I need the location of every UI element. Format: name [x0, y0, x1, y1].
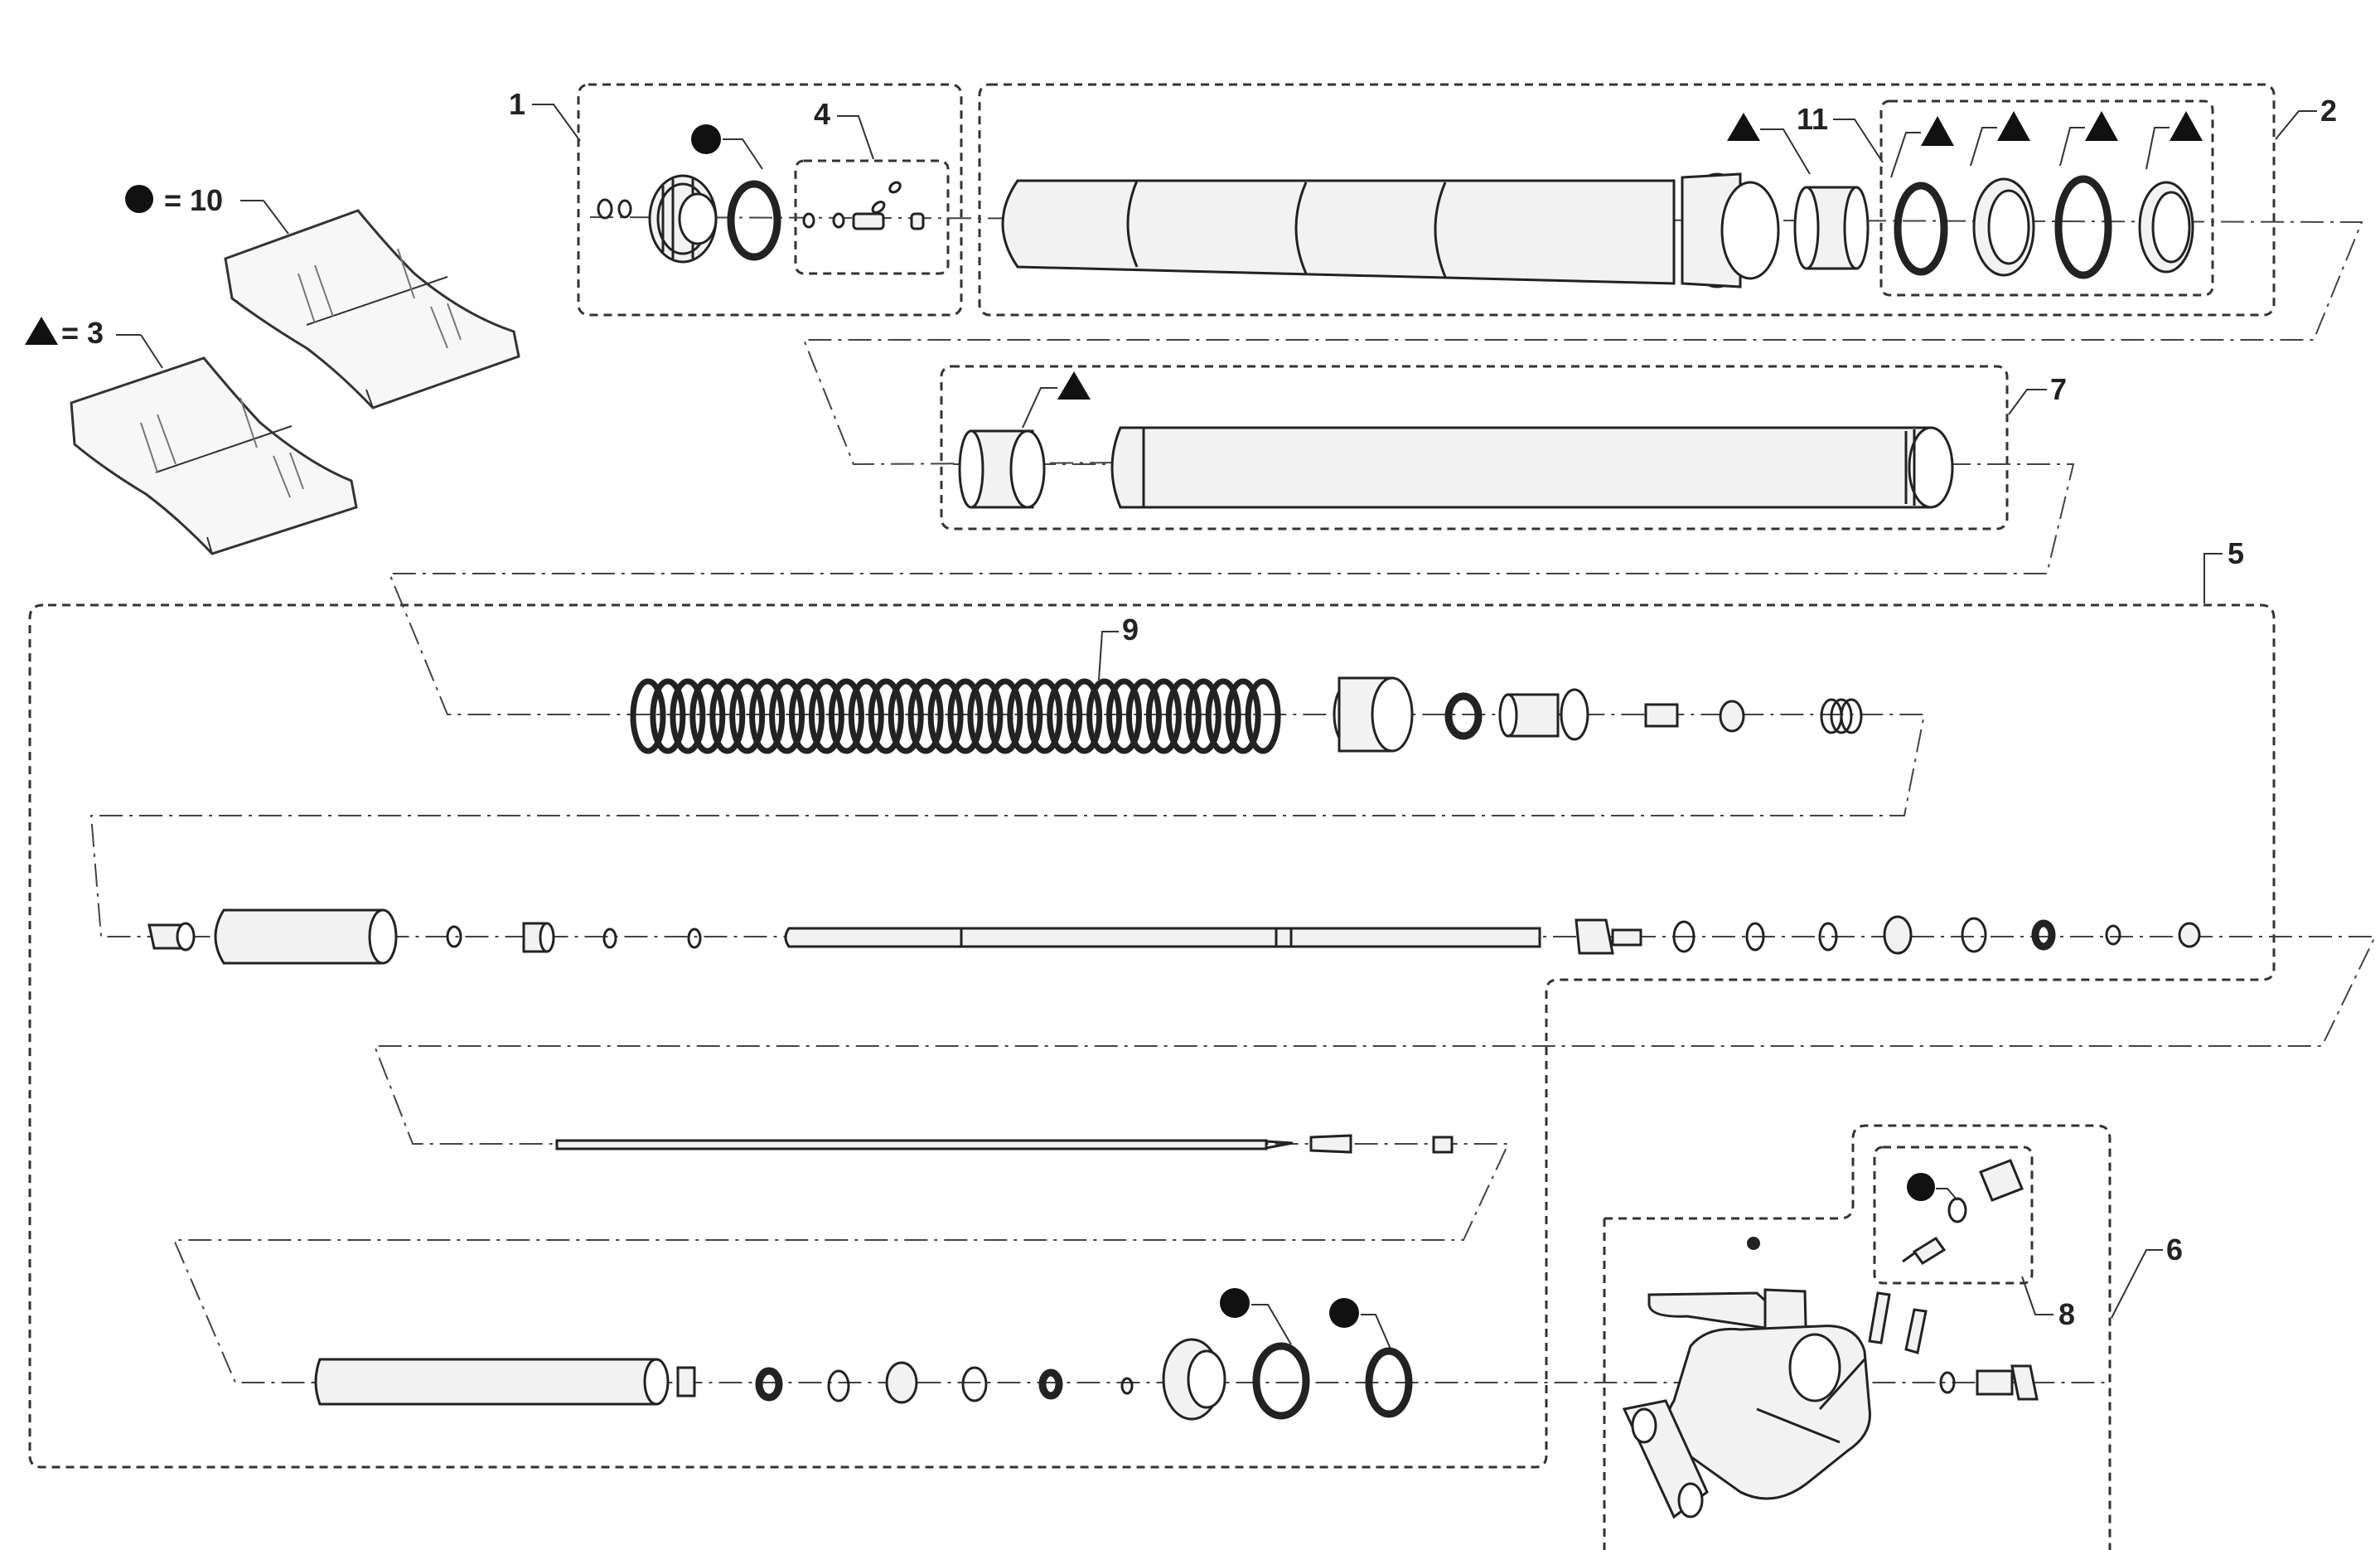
spring-coil [769, 678, 805, 754]
spring-coil [967, 678, 1004, 754]
damper-cartridge [214, 908, 383, 965]
circle-marker-icon [1907, 1173, 1935, 1201]
spring-coil [987, 678, 1023, 754]
spring-coil [1165, 678, 1202, 754]
spring-coil [868, 678, 904, 754]
spring-coil [1007, 678, 1043, 754]
box-6 [1603, 1124, 2112, 1550]
spring-coil [927, 678, 964, 754]
spring-coil [1067, 678, 1103, 754]
circle-symbol-icon [125, 185, 153, 213]
lower-tube-assembly [958, 426, 1954, 509]
spring-coil [689, 678, 726, 754]
spring-coil [828, 678, 864, 754]
spring-coil [709, 678, 746, 754]
spring-coil [1047, 678, 1083, 754]
circle-marker-icon [1329, 1298, 1359, 1328]
box-8 [1873, 1146, 2034, 1285]
triangle-marker-icon [1921, 116, 1954, 146]
o-ring-top-cap [727, 180, 781, 261]
triangle-symbol-icon [25, 317, 58, 345]
callouts: 1 4 11 2 7 5 9 6 8 [509, 87, 2337, 1331]
callout-2: 2 [2320, 94, 2337, 128]
shaft-row [148, 908, 2201, 965]
upper-tube-assembly [1001, 172, 2194, 288]
valve-parts [1902, 1159, 2024, 1266]
legend-triangle-label: = 3 [61, 316, 104, 350]
spring-coil [789, 678, 825, 754]
o-ring-bottom-2 [1365, 1347, 1413, 1418]
spring-coil [1106, 678, 1142, 754]
callout-9: 9 [1122, 613, 1139, 647]
triangle-marker-icon [1997, 111, 2030, 141]
spring-coil [888, 678, 924, 754]
spring-coil [749, 678, 786, 754]
spring-coil [1125, 678, 1162, 754]
spring-coil [808, 678, 844, 754]
upper-tube [1001, 179, 1676, 285]
spring-coil [907, 678, 944, 754]
triangle-marker-icon [2170, 111, 2203, 141]
spring-coil [1145, 678, 1182, 754]
rod-row [555, 1134, 1454, 1154]
bag-10-icon [224, 209, 520, 409]
spring-coil [1086, 678, 1123, 754]
markers [691, 111, 2203, 1354]
spring-row: /* coils generated below */ [630, 676, 1863, 754]
callout-11: 11 [1797, 102, 1828, 136]
spring-coil [947, 678, 984, 754]
spring-coil [650, 678, 686, 754]
guide-ring-2 [2054, 175, 2112, 279]
damper-body [314, 1358, 656, 1406]
bag-3-icon [70, 356, 358, 555]
spring-coil [1245, 678, 1281, 754]
lower-tube [1110, 426, 1933, 509]
bottom-row [314, 1338, 1413, 1421]
thin-rod [555, 1139, 1268, 1150]
spring-coil [1027, 678, 1063, 754]
spring-coil [670, 678, 706, 754]
spring-coil [1185, 678, 1221, 754]
box-7 [940, 365, 2009, 530]
legend-circle-label: = 10 [164, 183, 223, 217]
circle-marker-icon [1220, 1288, 1250, 1318]
box-1 [577, 83, 963, 317]
spring-coil [1205, 678, 1241, 754]
circle-marker-icon [691, 124, 721, 154]
spring-coil [729, 678, 766, 754]
box-11-rings [1879, 99, 2214, 297]
box-5 [28, 603, 2276, 1469]
spring-coil [848, 678, 884, 754]
o-ring-bottom-1 [1252, 1342, 1310, 1420]
callout-6: 6 [2166, 1233, 2183, 1267]
piston-rod [784, 927, 1541, 948]
guide-ring-1 [1894, 182, 1948, 276]
spring-coil [630, 678, 666, 754]
callout-7: 7 [2050, 372, 2067, 406]
callout-5: 5 [2228, 536, 2244, 570]
spring-coil [1225, 678, 1261, 754]
triangle-marker-icon [1727, 113, 1760, 141]
dropout-assembly [1622, 1237, 2039, 1519]
triangle-marker-icon [2085, 111, 2118, 141]
lever-arm [1647, 1291, 1775, 1330]
triangle-marker-icon [1057, 371, 1091, 400]
center-lines [89, 216, 2377, 1383]
box-2 [978, 83, 2276, 317]
callout-8: 8 [2058, 1297, 2075, 1331]
legend: = 10 = 3 [25, 183, 520, 555]
top-cap-assembly [597, 174, 925, 264]
callout-4: 4 [814, 97, 830, 131]
callout-1: 1 [509, 87, 525, 121]
